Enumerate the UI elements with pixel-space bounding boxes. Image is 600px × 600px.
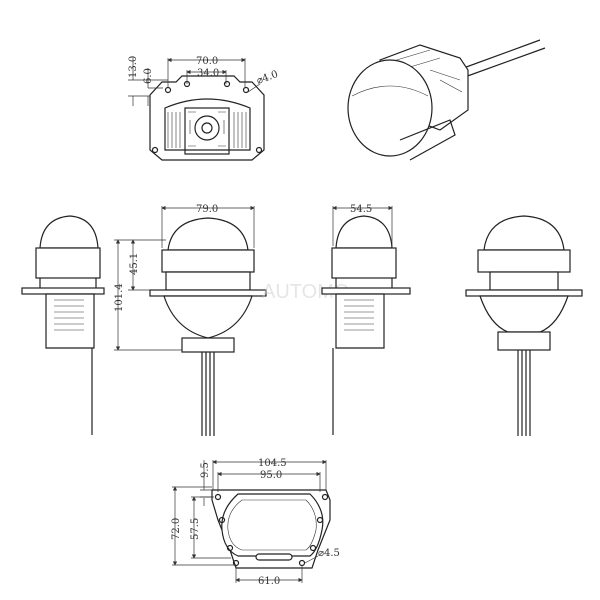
- side-view-right: [321, 215, 411, 435]
- side-view-front: [149, 217, 267, 436]
- dim-34: 34.0: [197, 68, 219, 79]
- bracket-view-dimensions: 104.5 95.0 9.5 72.0 57.5 ⌀4.5 61.0: [171, 458, 340, 587]
- dim-95: 95.0: [260, 470, 282, 481]
- dim-70: 70.0: [196, 56, 218, 67]
- dim-104-5: 104.5: [258, 458, 287, 469]
- side-view-left: [21, 215, 105, 435]
- dim-45-1: 45.1: [129, 253, 140, 275]
- dim-61: 61.0: [258, 576, 280, 587]
- dim-9-5: 9.5: [200, 462, 211, 478]
- side-view-right-dimensions: 54.5: [332, 204, 393, 246]
- dim-79: 79.0: [196, 204, 218, 215]
- isometric-view: [347, 39, 546, 161]
- dim-101-4: 101.4: [114, 283, 125, 312]
- bracket-view: [211, 489, 331, 569]
- dim-13: 13.0: [128, 56, 139, 78]
- front-view: [149, 75, 265, 161]
- dim-hole-4-5: ⌀4.5: [318, 548, 340, 559]
- dim-72: 72.0: [171, 518, 182, 540]
- dim-6: 6.0: [143, 68, 154, 84]
- dim-57-5: 57.5: [190, 518, 201, 540]
- dim-54-5: 54.5: [350, 204, 372, 215]
- dim-hole-4: ⌀4.0: [255, 69, 279, 87]
- watermark: AUTOMO: [262, 281, 349, 303]
- side-view-rear: [465, 215, 583, 436]
- side-view-front-dimensions: 79.0 45.1 101.4: [114, 204, 255, 351]
